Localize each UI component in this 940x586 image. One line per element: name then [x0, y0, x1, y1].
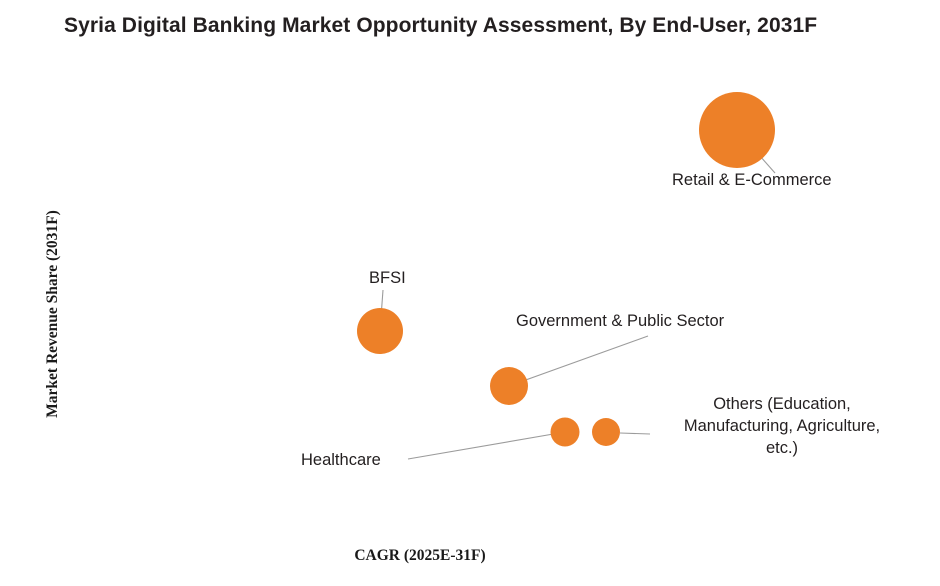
x-axis-title: CAGR (2025E-31F) — [354, 547, 486, 564]
leader-line-others — [619, 432, 651, 435]
data-label-bfsi: BFSI — [369, 269, 406, 287]
bubble-government-public-sector[interactable] — [490, 367, 528, 405]
y-axis-title: Market Revenue Share (2031F) — [44, 210, 61, 418]
data-label-others: Others (Education, Manufacturing, Agricu… — [647, 394, 917, 459]
bubble-bfsi[interactable] — [357, 308, 403, 354]
data-label-others-line-3: etc.) — [765, 438, 799, 457]
bubble-group — [357, 92, 775, 447]
data-label-others-line-2: Manufacturing, Agriculture, — [683, 416, 881, 435]
leader-line-healthcare — [407, 431, 566, 460]
data-label-retail-e-commerce: Retail & E-Commerce — [672, 171, 832, 189]
data-label-others-line-1: Others (Education, — [713, 395, 851, 413]
bubble-others[interactable] — [592, 418, 620, 446]
page-title: Syria Digital Banking Market Opportunity… — [64, 14, 818, 37]
bubble-retail-e-commerce[interactable] — [699, 92, 775, 168]
bubble-healthcare[interactable] — [550, 417, 580, 447]
data-label-healthcare: Healthcare — [301, 451, 381, 469]
data-label-government-public-sector: Government & Public Sector — [516, 312, 725, 330]
leader-line-government-public-sector — [508, 335, 649, 387]
